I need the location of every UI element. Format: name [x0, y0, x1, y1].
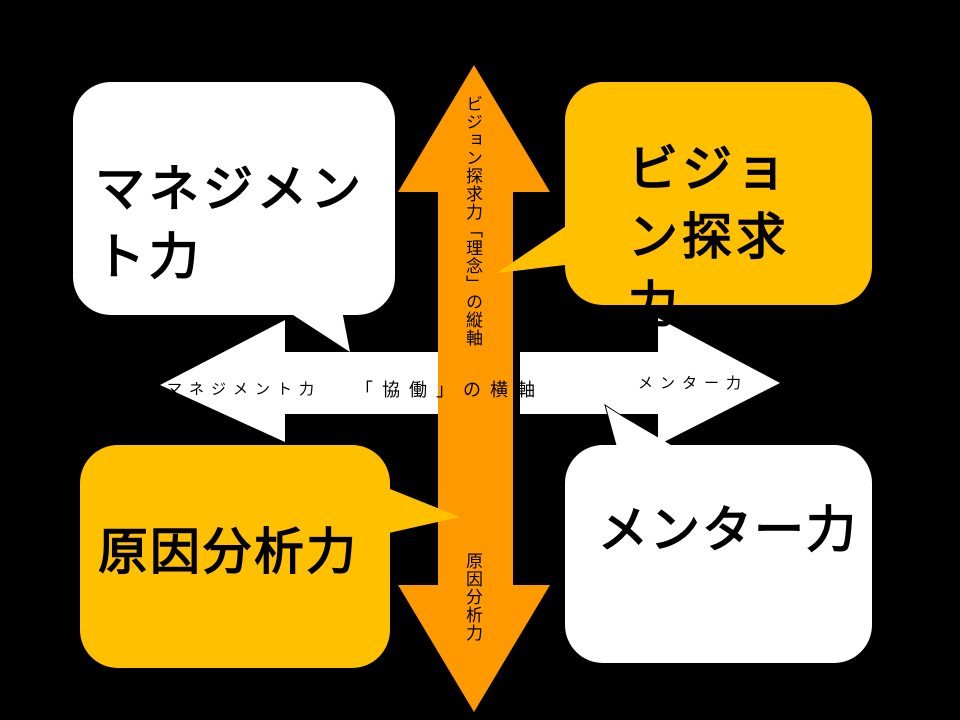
- callout-management-label: マネジメント力: [95, 160, 365, 286]
- callout-mentor-label: メンター力: [598, 501, 858, 559]
- callout-cause-analysis-label: 原因分析力: [98, 523, 358, 581]
- horizontal-center-label: 「協働」の横軸: [355, 380, 544, 401]
- vertical-top-label: ビジョン探求力「理念」の縦軸: [462, 95, 482, 347]
- callout-mentor: [565, 403, 872, 663]
- horizontal-left-label: マネジメント力: [167, 380, 322, 398]
- vertical-double-arrow: [398, 65, 550, 712]
- callout-cause-analysis: [80, 445, 460, 668]
- callout-management: [73, 82, 395, 352]
- callout-vision-label: ビジョン探求力: [628, 140, 790, 334]
- horizontal-right-label: メンター力: [638, 374, 749, 392]
- vertical-arrow-shadow: [512, 185, 520, 595]
- callout-vision: [497, 82, 872, 305]
- vertical-bottom-label: 原因分析力: [462, 552, 482, 642]
